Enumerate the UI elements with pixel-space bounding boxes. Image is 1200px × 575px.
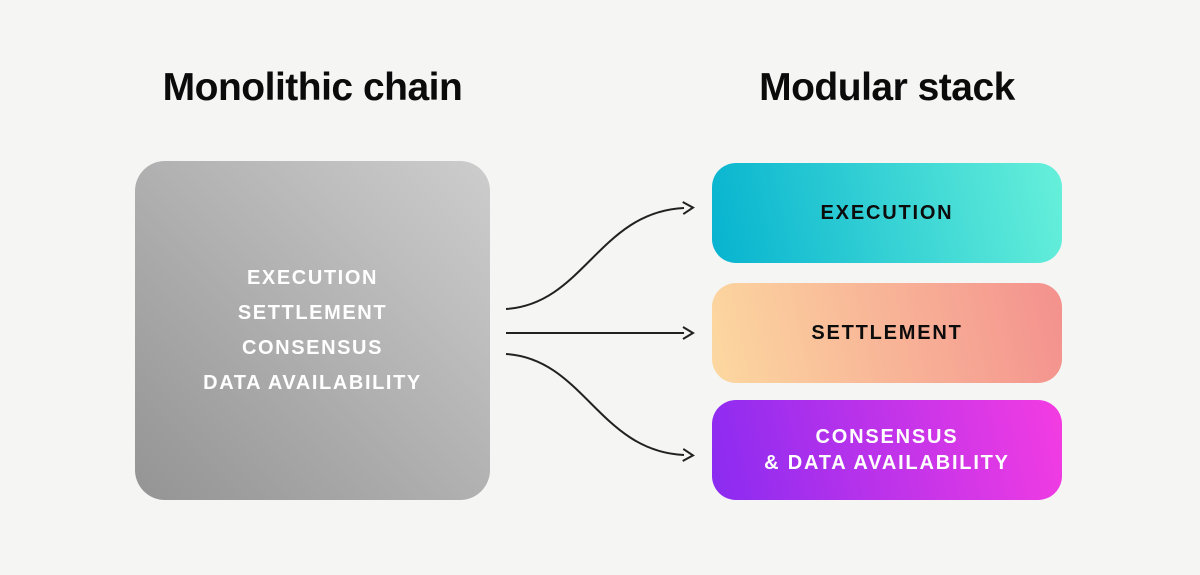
module-execution-box: EXECUTION (712, 163, 1062, 263)
module-execution-label: EXECUTION (820, 202, 954, 224)
module-consensus-label-line1: CONSENSUS (815, 426, 959, 448)
monolithic-layer-settlement: SETTLEMENT (237, 301, 388, 324)
module-consensus-label-line2: & DATA AVAILABILITY (764, 452, 1010, 474)
monolithic-layer-execution: EXECUTION (246, 266, 379, 289)
arrow-to-execution (505, 201, 695, 310)
modular-title: Modular stack (759, 66, 1015, 109)
monolithic-chain-box: EXECUTION SETTLEMENT CONSENSUS DATA AVAI… (135, 161, 490, 500)
monolithic-layer-consensus: CONSENSUS (241, 336, 384, 359)
module-settlement-label: SETTLEMENT (811, 322, 963, 344)
module-settlement-box: SETTLEMENT (712, 283, 1062, 383)
monolithic-title: Monolithic chain (162, 66, 463, 109)
module-consensus-da-box: CONSENSUS & DATA AVAILABILITY (712, 400, 1062, 500)
monolithic-layer-data-availability: DATA AVAILABILITY (203, 371, 422, 394)
arrow-to-consensus-da (505, 353, 695, 462)
